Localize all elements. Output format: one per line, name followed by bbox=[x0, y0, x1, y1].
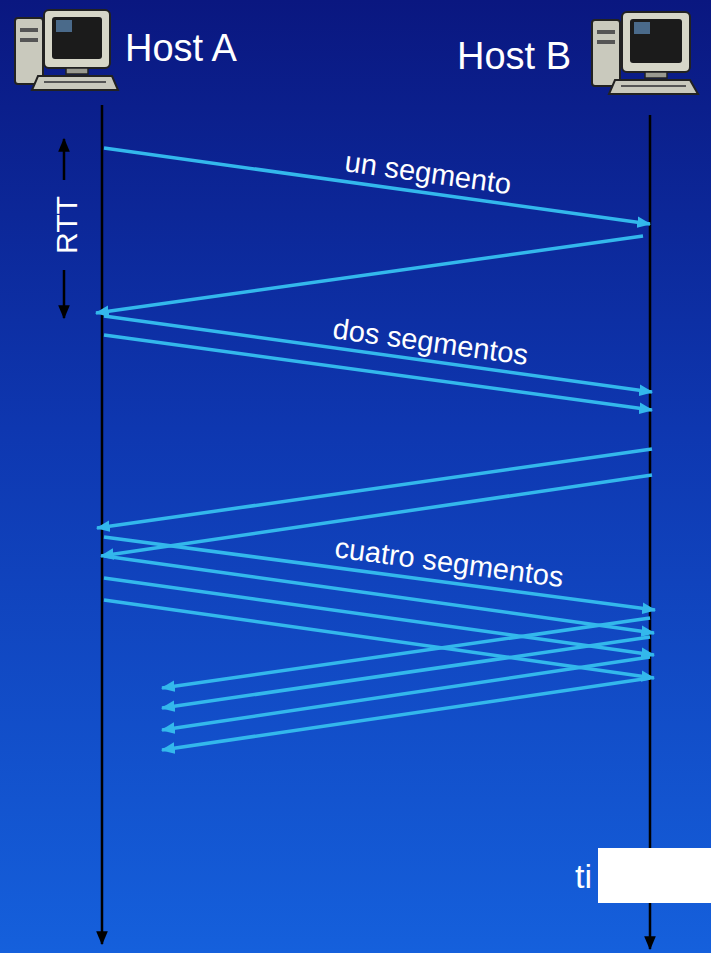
timeline bbox=[101, 105, 104, 944]
rtt-arrow bbox=[63, 270, 66, 318]
cover-patch bbox=[598, 848, 711, 903]
rtt-arrow bbox=[63, 139, 66, 180]
segment-label: dos segmentos bbox=[331, 314, 530, 370]
computer-icon bbox=[592, 12, 698, 94]
host-name: Host A bbox=[125, 29, 237, 67]
host-name: Host B bbox=[457, 37, 571, 75]
rtt-label: RTT bbox=[52, 196, 82, 254]
segment-label: cuatro segmentos bbox=[333, 533, 565, 592]
computer-icon bbox=[15, 10, 118, 90]
timeline bbox=[649, 115, 652, 949]
time-label: ti bbox=[575, 859, 592, 893]
segment-arrows bbox=[96, 148, 655, 750]
segment-label: un segmento bbox=[343, 147, 513, 199]
